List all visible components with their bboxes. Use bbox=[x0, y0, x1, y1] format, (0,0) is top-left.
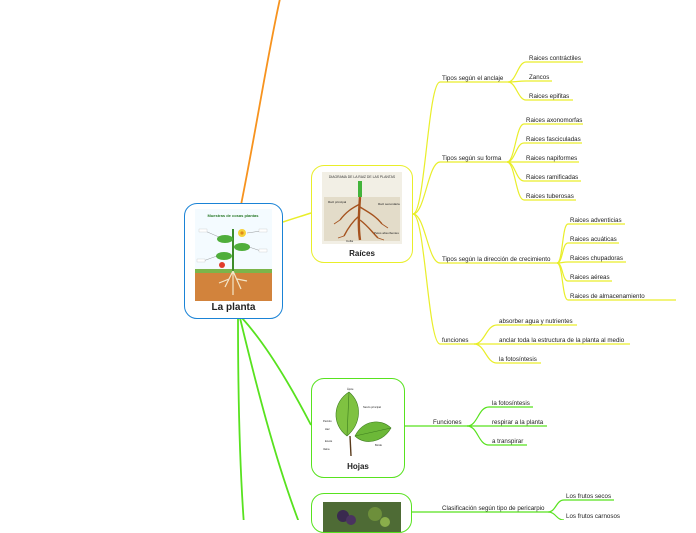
group-label-hojas-funciones: Funciones bbox=[433, 419, 462, 426]
group-label-anclaje: Tipos según el anclaje bbox=[442, 75, 504, 82]
group-label-forma: Tipos según su forma bbox=[442, 155, 502, 162]
leaf-chupadoras: Raices chupadoras bbox=[570, 255, 623, 262]
hojas-label-enves: Envés bbox=[325, 439, 333, 443]
hojas-label-vaina: Vaina bbox=[323, 447, 330, 451]
leaf-fasciculadas: Raices fasciculadas bbox=[526, 136, 581, 143]
leaf-frutos-secos: Los frutos secos bbox=[566, 493, 611, 500]
hojas-node[interactable]: Ápice Nervio principal Pecíolo Haz Envés… bbox=[311, 378, 405, 478]
leaf-almacenamiento: Raices de almacenamiento bbox=[570, 293, 645, 300]
leaf-tuberosas: Raices tuberosas bbox=[526, 193, 574, 200]
raices-node[interactable]: DIAGRAMA DE LA RAIZ DE LAS PLANTAS Raíz … bbox=[311, 165, 413, 263]
leaf-illustration: Ápice Nervio principal Pecíolo Haz Envés… bbox=[319, 384, 397, 459]
leaf-adventicias: Raices adventicias bbox=[570, 217, 622, 224]
hojas-label-peciolo: Pecíolo bbox=[323, 419, 332, 423]
leaf-fotosintesis-raiz: la fotosíntesis bbox=[499, 356, 537, 363]
plant-illustration: Muestras de cosas plantas bbox=[195, 209, 272, 301]
hojas-title: Hojas bbox=[347, 462, 369, 471]
root-image-caption: Muestras de cosas plantas bbox=[208, 213, 260, 218]
leaf-aereas: Raices aéreas bbox=[570, 274, 610, 281]
group-label-funciones: funciones bbox=[442, 337, 469, 344]
group-label-direccion: Tipos según la dirección de crecimiento bbox=[442, 256, 551, 263]
leaf-respirar: respirar a la planta bbox=[492, 419, 544, 426]
leaf-axonomorfas: Raices axonomorfas bbox=[526, 117, 582, 124]
leaf-fotosintesis-hoja: la fotosíntesis bbox=[492, 400, 530, 407]
fruit-illustration bbox=[323, 502, 401, 532]
leaf-ramificadas: Raices ramificadas bbox=[526, 174, 578, 181]
connector-lines: Tipos según el anclaje Tipos según su fo… bbox=[237, 0, 676, 520]
raices-label-cofia: Cofia bbox=[346, 239, 353, 243]
raices-label-secundaria: Raíz secundaria bbox=[378, 202, 400, 206]
root-title: La planta bbox=[211, 302, 256, 313]
root-node[interactable]: Muestras de cosas plantas La planta bbox=[184, 203, 283, 319]
leaf-frutos-carnosos: Los frutos carnosos bbox=[566, 513, 620, 520]
frutos-node[interactable] bbox=[311, 493, 412, 533]
hojas-label-haz: Haz bbox=[325, 427, 330, 431]
raices-label-pelos: Pelos absorbentes bbox=[374, 231, 399, 235]
leaf-absorber: absorber agua y nutrientes bbox=[499, 318, 573, 325]
leaf-acuaticas: Raices acuáticas bbox=[570, 236, 617, 243]
leaf-napiformes: Raices napiformes bbox=[526, 155, 577, 162]
hojas-label-apice: Ápice bbox=[347, 387, 354, 391]
raices-title: Raíces bbox=[349, 249, 375, 258]
hojas-label-borde: Borde bbox=[375, 443, 382, 447]
hojas-label-nervio: Nervio principal bbox=[363, 405, 381, 409]
leaf-transpirar: a transpirar bbox=[492, 438, 523, 445]
raices-label-principal: Raíz principal bbox=[328, 200, 347, 204]
raices-image-caption: DIAGRAMA DE LA RAIZ DE LAS PLANTAS bbox=[329, 175, 396, 179]
leaf-contractiles: Raices contráctiles bbox=[529, 55, 581, 62]
leaf-anclar: anclar toda la estructura de la planta a… bbox=[499, 337, 625, 344]
leaf-zancos: Zancos bbox=[529, 74, 549, 81]
root-diagram-illustration: DIAGRAMA DE LA RAIZ DE LAS PLANTAS Raíz … bbox=[322, 172, 402, 244]
leaf-epifitas: Raices epifitas bbox=[529, 93, 569, 100]
group-label-pericarpio: Clasificación según tipo de pericarpio bbox=[442, 505, 545, 512]
